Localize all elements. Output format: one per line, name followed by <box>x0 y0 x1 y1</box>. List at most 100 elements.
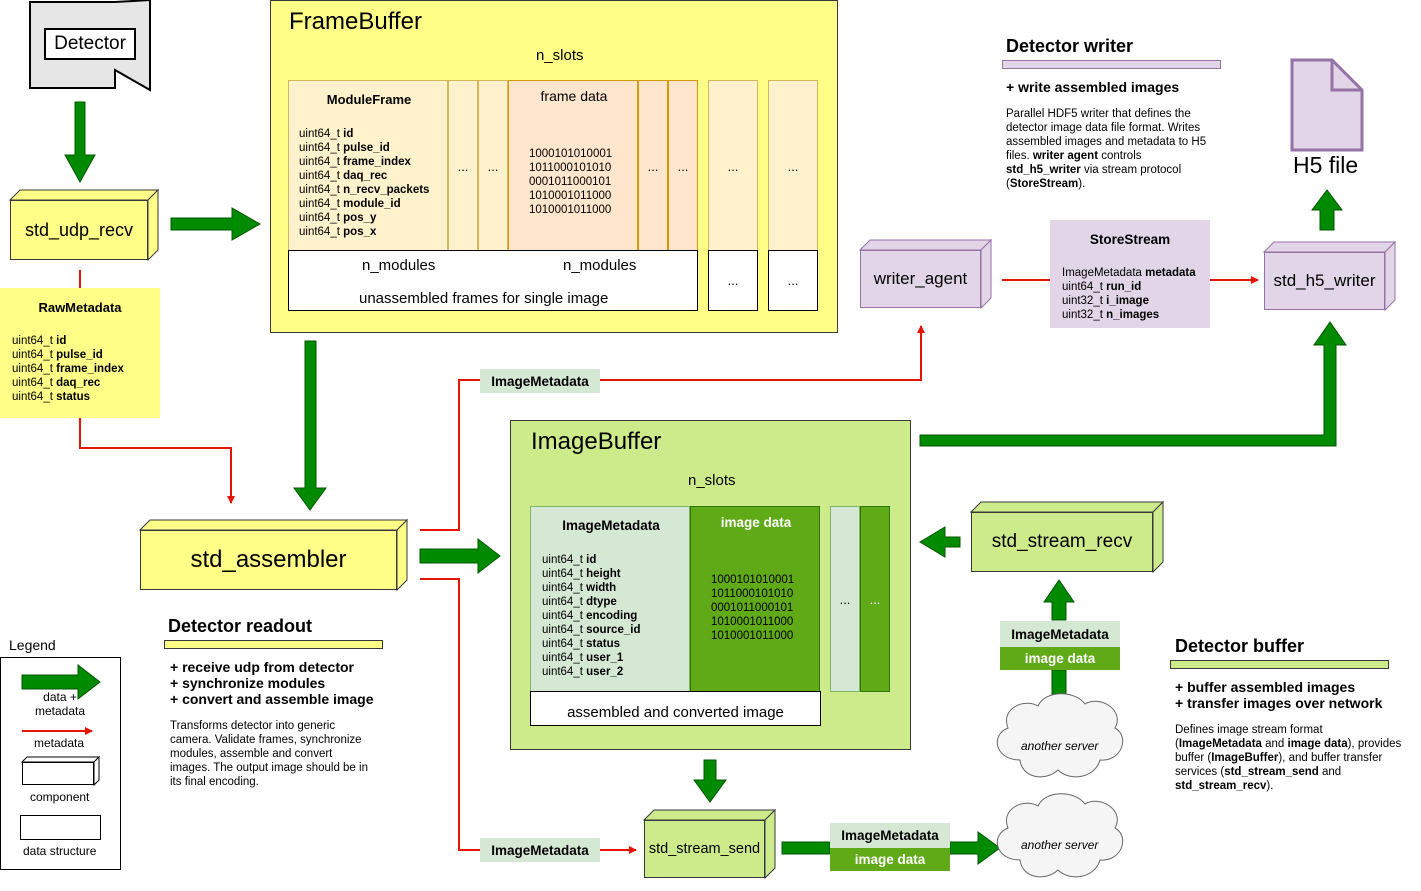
detector-label: Detector <box>54 33 126 54</box>
legend-data-structure-shape <box>20 815 101 840</box>
detector-writer-color-bar <box>1002 60 1221 69</box>
detector-writer-bullet: + write assembled images <box>1006 79 1180 95</box>
frame-data-bits: 1000101010001 1011000101010 000101100010… <box>529 147 612 217</box>
image-metadata-field: uint64_t status <box>542 638 621 650</box>
imagebuffer-nslots-label: n_slots <box>688 472 736 489</box>
image-metadata-tag-top: ImageMetadata <box>480 369 600 393</box>
assembled-image-box[interactable]: assembled and converted image <box>530 691 821 726</box>
bullet: + convert and assemble image <box>170 691 374 707</box>
frame-data-cell[interactable]: frame data 1000101010001 1011000101010 0… <box>508 80 638 252</box>
raw-metadata-fields: uint64_t id uint64_t pulse_id uint64_t f… <box>12 334 124 404</box>
arrow-detector-to-udp <box>64 101 96 184</box>
arrow-imagebuffer-to-h5writer <box>919 321 1347 447</box>
imagebuffer-title: ImageBuffer <box>531 428 662 455</box>
detector-writer-title: Detector writer <box>1006 36 1134 56</box>
legend-title: Legend <box>9 637 56 653</box>
image-metadata-field: uint64_t source_id <box>542 624 641 636</box>
std-udp-recv-component[interactable]: std_udp_recv <box>10 200 148 260</box>
h5-file-icon <box>1290 58 1364 152</box>
frame-data-row: 1010001011000 <box>529 190 612 202</box>
module-frame-field: uint64_t n_recv_packets <box>299 184 430 196</box>
framebuffer-title: FrameBuffer <box>289 8 422 35</box>
legend-component-shape <box>22 762 94 785</box>
h5-file-label: H5 file <box>1293 152 1359 178</box>
cloud-another-server-2 <box>996 793 1124 878</box>
meta-assembler-to-streamsend <box>420 578 480 851</box>
frame-data-ellipsis-1: ... <box>638 80 668 252</box>
detector-readout-title: Detector readout <box>168 616 313 636</box>
frame-data-ellipsis-2: ... <box>668 80 698 252</box>
module-frame-ellipsis-2: ... <box>478 80 508 252</box>
image-metadata-field: uint64_t encoding <box>542 610 638 622</box>
bullet: + buffer assembled images <box>1175 679 1356 695</box>
arrow-h5writer-to-h5file <box>1311 189 1343 231</box>
detector-label-box: Detector <box>44 28 136 60</box>
image-data-row: 1011000101010 <box>711 588 794 600</box>
image-metadata-tag-bottom: ImageMetadata <box>480 838 600 862</box>
arrow-tag-to-server <box>949 831 1001 865</box>
std-stream-recv-component[interactable]: std_stream_recv <box>971 512 1153 572</box>
std-stream-recv-label: std_stream_recv <box>991 531 1133 552</box>
image-data-row: 0001011000101 <box>711 602 794 614</box>
raw-metadata-field: uint64_t status <box>12 391 91 403</box>
store-stream-field: uint32_t n_images <box>1062 309 1160 321</box>
writer-agent-component[interactable]: writer_agent <box>860 250 981 308</box>
arrow-imagebuffer-to-streamsend <box>693 759 727 803</box>
detector-readout-bullets: + receive udp from detector + synchroniz… <box>170 659 373 707</box>
another-server-label-1: another server <box>1021 739 1099 753</box>
writer-agent-label: writer_agent <box>873 269 968 288</box>
module-frame-ellipsis-1: ... <box>448 80 478 252</box>
store-stream-field: ImageMetadata metadata <box>1062 267 1196 279</box>
arrow-udp-to-framebuffer <box>170 207 262 241</box>
store-stream-field: uint64_t run_id <box>1062 281 1142 293</box>
raw-metadata-field: uint64_t id <box>12 335 67 347</box>
bullet: + receive udp from detector <box>170 659 355 675</box>
store-stream-title: StoreStream <box>1089 232 1171 247</box>
store-stream-fields: ImageMetadata metadata uint64_t run_id u… <box>1062 266 1196 322</box>
raw-metadata-field: uint64_t pulse_id <box>12 349 103 361</box>
raw-metadata-field: uint64_t daq_rec <box>12 377 101 389</box>
frame-data-row: 1010001011000 <box>529 204 612 216</box>
store-stream-struct[interactable]: StoreStream ImageMetadata metadata uint6… <box>1050 220 1210 328</box>
detector-buffer-bullets: + buffer assembled images + transfer ima… <box>1175 679 1382 711</box>
legend-data-metadata-label: data + metadata <box>34 690 86 718</box>
std-udp-recv-label: std_udp_recv <box>24 219 134 240</box>
detector-readout-color-bar <box>164 640 383 649</box>
std-h5-writer-label: std_h5_writer <box>1273 271 1376 290</box>
image-data-cell[interactable]: image data 1000101010001 1011000101010 0… <box>690 506 820 692</box>
image-metadata-cell[interactable]: ImageMetadata uint64_t id uint64_t heigh… <box>530 506 690 692</box>
std-stream-send-component[interactable]: std_stream_send <box>644 820 765 878</box>
image-slot-ellipsis-1: ... <box>830 506 860 692</box>
frame-slot-ellipsis-2: ... <box>768 80 818 252</box>
image-data-title: image data <box>720 515 792 530</box>
frame-data-title: frame data <box>540 88 608 104</box>
image-metadata-field: uint64_t width <box>542 582 617 594</box>
frame-data-row: 1000101010001 <box>529 148 613 160</box>
module-frame-field: uint64_t frame_index <box>299 156 411 168</box>
meta-tag-to-writeragent <box>600 325 925 381</box>
unassembled-frames-box[interactable] <box>288 250 698 311</box>
std-h5-writer-component[interactable]: std_h5_writer <box>1264 252 1385 310</box>
module-frame-field: uint64_t module_id <box>299 198 401 210</box>
detector-readout-description: Transforms detector into generic camera.… <box>170 720 368 788</box>
stream-send-tag-data: image data <box>830 848 950 871</box>
frame-slot-box-ellipsis-1: ... <box>708 250 758 311</box>
n-modules-label-1: n_modules <box>362 257 436 274</box>
frame-slot-box-ellipsis-2: ... <box>768 250 818 311</box>
module-frame-field: uint64_t id <box>299 128 354 140</box>
image-metadata-field: uint64_t user_2 <box>542 666 624 678</box>
image-data-bits: 1000101010001 1011000101010 000101100010… <box>711 573 794 643</box>
meta-raw-to-assembler <box>79 418 235 504</box>
module-frame-fields: uint64_t id uint64_t pulse_id uint64_t f… <box>299 127 429 239</box>
legend-data-structure-label: data structure <box>23 844 97 858</box>
raw-metadata-title: RawMetadata <box>38 300 122 315</box>
raw-metadata-struct[interactable]: RawMetadata uint64_t id uint64_t pulse_i… <box>0 288 160 418</box>
detector-writer-description: Parallel HDF5 writer that defines the de… <box>1006 108 1207 190</box>
image-metadata-field: uint64_t user_1 <box>542 652 624 664</box>
module-frame-cell[interactable]: ModuleFrame uint64_t id uint64_t pulse_i… <box>288 80 448 252</box>
arrow-assembler-to-imagebuffer <box>419 537 501 575</box>
std-assembler-component[interactable]: std_assembler <box>140 530 397 590</box>
detector-buffer-description: Defines image stream format (ImageMetada… <box>1175 724 1402 792</box>
image-metadata-field: uint64_t dtype <box>542 596 617 608</box>
module-frame-field: uint64_t pulse_id <box>299 142 390 154</box>
